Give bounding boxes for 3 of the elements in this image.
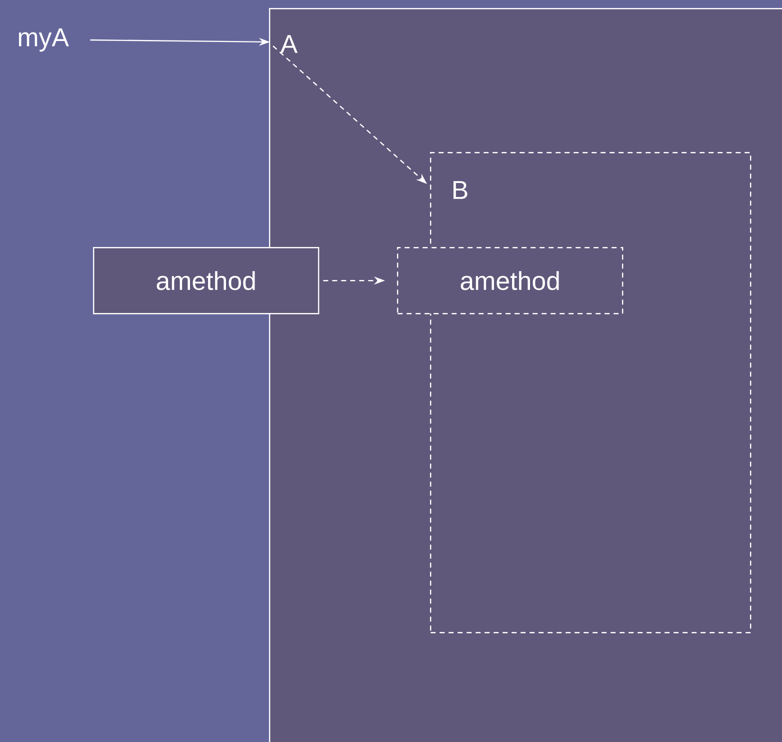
method-box: amethod xyxy=(397,247,624,314)
method-box: amethod xyxy=(93,247,320,314)
label: myA xyxy=(18,28,69,52)
